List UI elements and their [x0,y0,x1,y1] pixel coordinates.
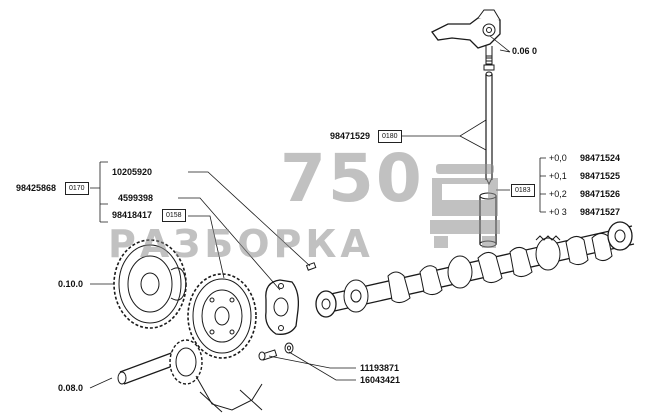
label-pushrod-part: 98471529 [330,131,371,141]
leader-bolt-bottom [268,355,356,369]
rocker-arm [431,9,501,71]
label-bolt-top: 10205920 [112,167,153,177]
cam-timing-gear [187,273,257,359]
left-timing-gear [113,239,187,329]
tappet-size: +0,0 [549,153,567,163]
tappet-part: 98471524 [580,153,621,163]
label-plate-ref: 0158 [162,209,186,222]
camshaft [315,221,635,318]
label-washer-bottom: 16043421 [360,375,401,385]
tappet-size: +0,2 [549,189,567,199]
leader-washer-bottom [288,351,356,381]
leader-washer [178,197,281,291]
watermark-word: РАЗБОРКА [108,222,374,266]
label-plate-part: 98418417 [112,210,153,220]
tappet-part: 98471526 [580,189,621,199]
label-shaft: 0.08.0 [58,383,84,393]
tappet-size: +0 3 [549,207,567,217]
leader-pushrod [402,119,487,151]
label-gear-group-ref: 0170 [65,182,89,195]
label-washer: 4599398 [118,193,154,203]
crankshaft-gear [117,339,263,413]
label-gear-group-part: 98425868 [16,183,57,193]
locating-pin [305,262,317,271]
label-bolt-bottom: 11193871 [360,363,400,373]
label-tappet-ref: 0183 [511,184,535,197]
leader-bolt-top [188,171,311,267]
leader-gear-group [90,161,108,223]
leader-rocker-adjust [489,35,511,53]
watermark-truck-logo [430,164,500,248]
leader-shaft [89,377,113,389]
fixing-bolt [258,342,294,361]
label-pushrod-ref: 0180 [378,130,402,143]
label-left-gear: 0.10.0 [58,279,84,289]
leader-plate [188,215,225,279]
tappet-part: 98471525 [580,171,621,181]
leader-tappet-sizes [496,157,546,213]
watermark-number: 750 [280,140,424,217]
label-rocker-adjust: 0.06 0 [512,46,538,56]
thrust-plate [265,279,300,335]
tappet-size: +0,1 [549,171,567,181]
tappet-part: 98471527 [580,207,621,217]
